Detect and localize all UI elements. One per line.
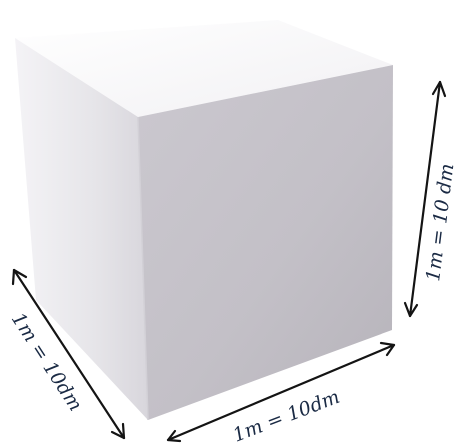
right-dimension-arrow (403, 80, 447, 318)
cube-front-face (138, 65, 393, 420)
bottom-dimension-arrow (166, 341, 396, 443)
left-dimension-arrow (11, 268, 126, 440)
bottom-edge-label: 1m = 10dm (230, 386, 343, 446)
cube-left-face (15, 38, 148, 420)
cube-top-face (15, 20, 393, 117)
cube-front-edge (137, 116, 149, 421)
